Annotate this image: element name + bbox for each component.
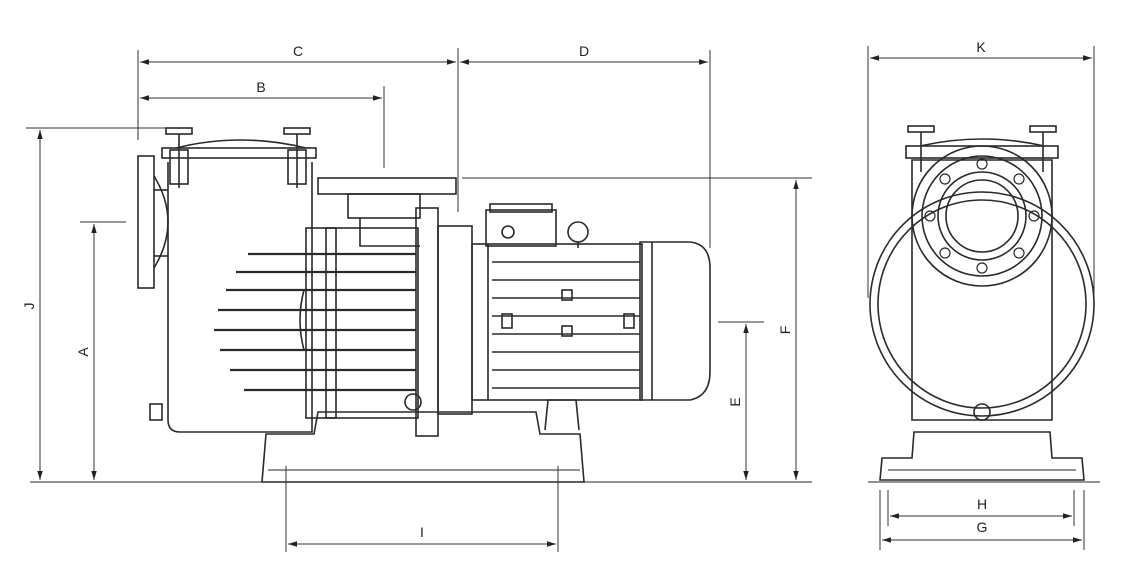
drain-plug [149,403,163,421]
motor-flange [415,207,439,437]
lid-clamp-right [283,127,311,188]
strainer-housing [167,162,313,433]
dimension-labels: C D B K I H G J A E F [21,39,987,540]
cooling-fins [214,252,416,392]
label-i: I [420,524,424,540]
inlet-flange [137,155,155,289]
label-b: B [256,79,265,95]
label-k: K [976,39,986,55]
motor-body [471,243,643,401]
label-j: J [21,303,37,310]
side-view [30,127,812,483]
terminal-box [485,209,557,247]
fan-cover [639,241,711,401]
front-view [868,125,1100,483]
label-h: H [977,496,987,512]
label-c: C [293,43,303,59]
outlet-flange [317,177,457,195]
lifting-eye [567,221,589,243]
label-a: A [75,347,91,357]
strainer-lid [161,147,317,159]
label-f: F [777,326,793,335]
fill-plug [404,393,422,411]
pump-base [261,411,585,483]
label-d: D [579,43,589,59]
inlet-flange-face [911,145,1053,287]
label-g: G [977,519,988,535]
dimension-lines [26,46,1095,552]
lid-clamp-left [165,127,193,188]
label-e: E [727,397,743,406]
